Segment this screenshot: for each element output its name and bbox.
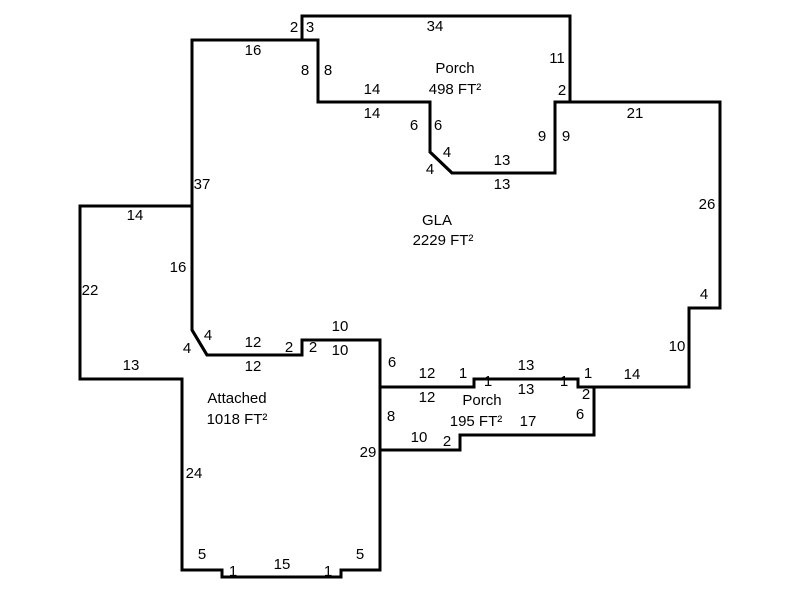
dimension-label: 5 [356,546,364,563]
dimension-label: 34 [427,18,444,35]
dimension-label: 2 [309,339,317,356]
dimension-label: 11 [549,50,565,67]
porch-bottom-outline [378,377,596,452]
dimension-label: 13 [494,176,511,193]
dimension-label: 15 [274,556,291,573]
dimension-label: 1 [229,563,237,580]
dimension-label: 9 [562,128,570,145]
dimension-label: 6 [410,117,418,134]
dimension-label: 10 [332,318,349,335]
dimension-label: 6 [434,117,442,134]
area-size-gla: 2229 FT² [413,232,474,249]
dimension-label: 2 [290,19,298,36]
dimension-label: 13 [518,381,535,398]
dimension-label: 2 [558,82,566,99]
dimension-label: 6 [576,406,584,423]
dimension-label: 14 [364,105,381,122]
dimension-label: 14 [624,366,641,383]
dimension-label: 1 [560,373,568,390]
dimension-label: 13 [518,357,535,374]
dimension-label: 21 [627,105,644,122]
dimension-label: 12 [419,365,436,382]
area-size-porch-top: 498 FT² [429,81,482,98]
dimension-label: 4 [204,327,212,344]
dimension-label: 10 [669,338,686,355]
dimension-label: 16 [170,259,187,276]
area-size-porch-bottom: 195 FT² [450,413,503,430]
dimension-label: 6 [388,354,396,371]
dimension-label: 1 [584,365,592,382]
dimension-label: 26 [699,196,716,213]
dimension-label: 24 [186,465,203,482]
dimension-label: 8 [324,62,332,79]
dimension-label: 2 [285,339,293,356]
dimension-label: 12 [245,358,262,375]
dimension-label: 16 [245,42,262,59]
dimension-label: 22 [82,282,99,299]
dimension-label: 12 [419,389,436,406]
area-label-porch-bottom: Porch [462,392,501,409]
area-size-attached: 1018 FT² [207,411,268,428]
area-label-porch-top: Porch [435,60,474,77]
dimension-label: 8 [301,62,309,79]
dimension-label: 4 [426,161,434,178]
dimension-label: 2 [582,386,590,403]
dimension-label: 5 [198,546,206,563]
dimension-label: 9 [538,128,546,145]
dimension-label: 1 [459,365,467,382]
dimension-label: 10 [332,342,349,359]
area-label-attached: Attached [207,390,266,407]
dimension-label: 12 [245,334,262,351]
dimension-label: 2 [443,433,451,450]
dimension-label: 1 [484,373,492,390]
dimension-label: 13 [123,357,140,374]
dimension-label: 29 [360,444,377,461]
dimension-label: 10 [411,429,428,446]
dimension-label: 4 [700,286,708,303]
area-label-gla: GLA [422,212,452,229]
attached-outline [78,204,382,579]
dimension-label: 17 [520,413,537,430]
dimension-label: 1 [324,563,332,580]
dimension-label: 4 [183,340,191,357]
dimension-label: 8 [387,408,395,425]
dimension-label: 3 [306,19,314,36]
dimension-label: 4 [443,144,451,161]
dimension-label: 13 [494,152,511,169]
dimension-label: 14 [364,81,381,98]
dimension-label: 37 [194,176,211,193]
dimension-label: 14 [127,207,144,224]
